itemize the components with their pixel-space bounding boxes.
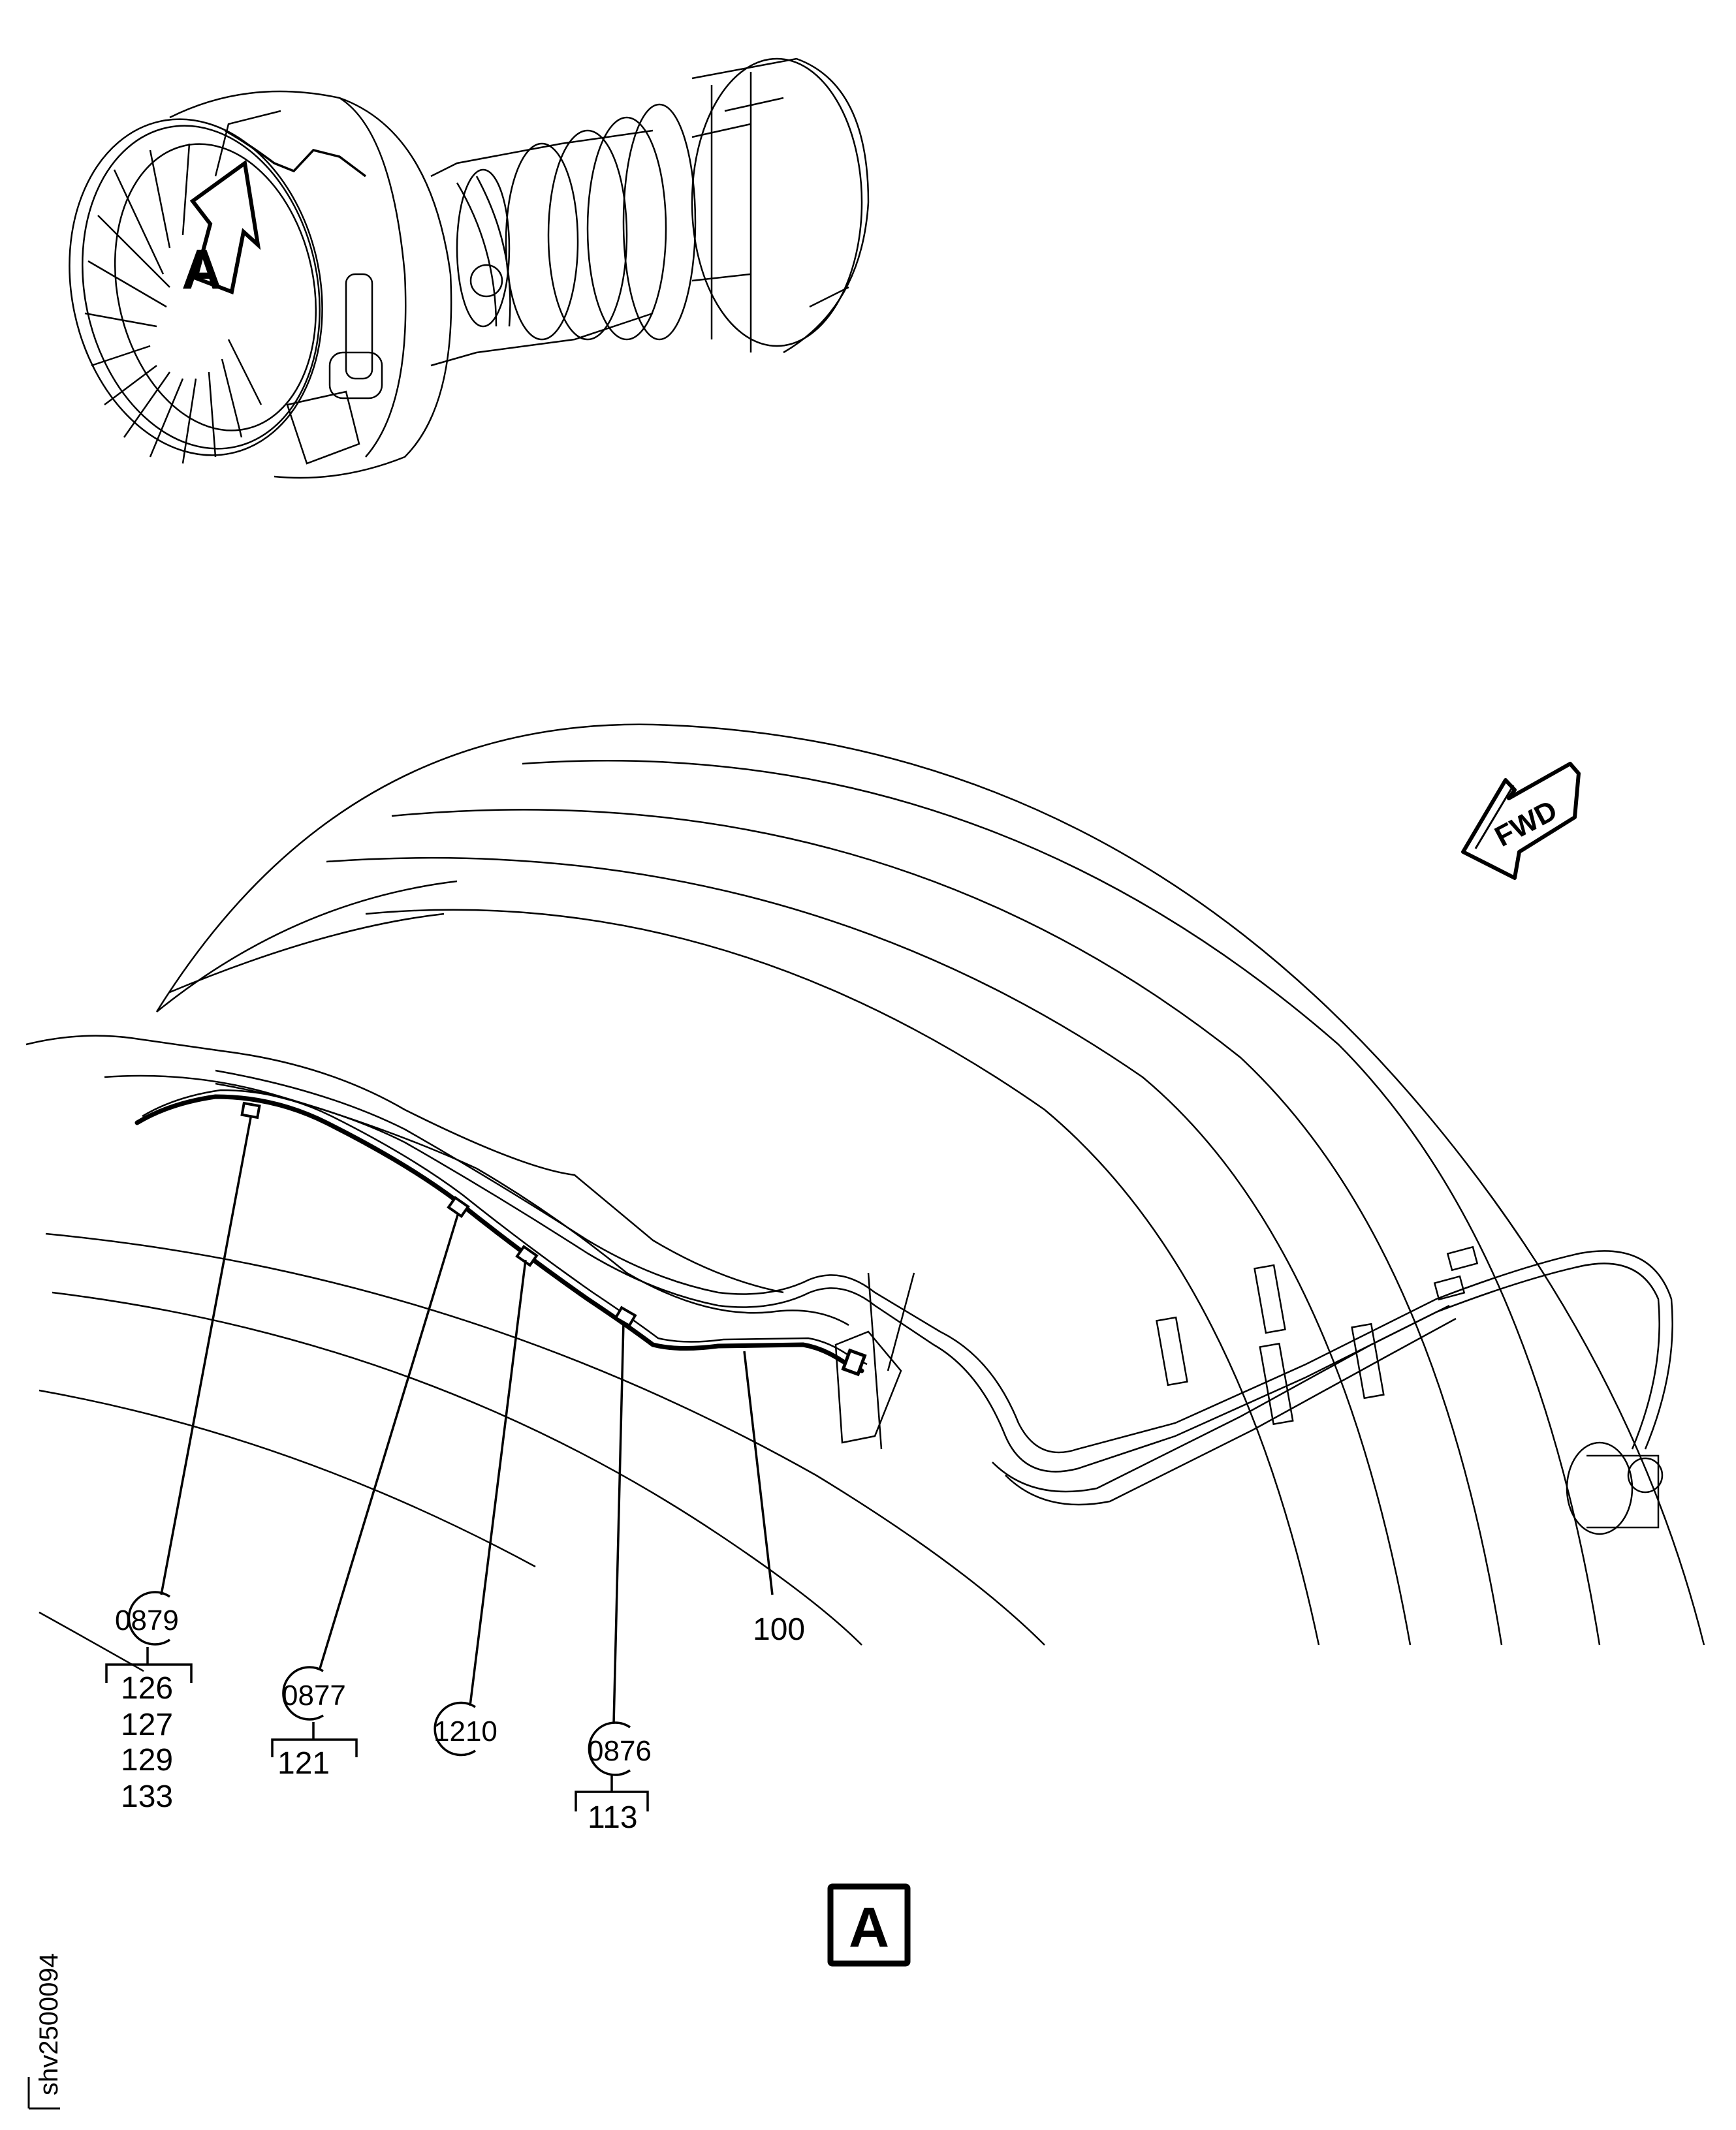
- callout-ref: 121: [277, 1746, 330, 1781]
- callout-leaders: [160, 1117, 774, 1724]
- callout-ref: 127: [121, 1708, 173, 1742]
- forward-direction-icon: [1461, 762, 1581, 880]
- figure-id: shv2500094: [27, 1953, 63, 2110]
- view-label-letter: A: [849, 1896, 889, 1959]
- callout-0879: 0879 126 127 129 133: [105, 1591, 193, 1814]
- engine-overview-drawing: [69, 57, 870, 479]
- callout-ref: 133: [121, 1779, 173, 1814]
- callout-0877: 0877 121: [271, 1666, 358, 1781]
- callout-0876: 0876 113: [575, 1721, 652, 1835]
- callout-item-number: 0876: [588, 1735, 652, 1767]
- callout-ref: 113: [588, 1800, 638, 1835]
- callout-item-number: 1210: [434, 1715, 497, 1747]
- overview-view-marker: A: [181, 238, 222, 301]
- fan-case-detail-drawing: [25, 723, 1705, 1672]
- figure-id-text: shv2500094: [35, 1953, 63, 2095]
- callout-ref: 129: [121, 1743, 173, 1778]
- view-a-arrow-icon: [189, 159, 261, 295]
- callout-item-number: 0877: [282, 1680, 346, 1712]
- callout-ref: 126: [121, 1671, 173, 1706]
- callout-1210: 1210: [434, 1701, 497, 1757]
- harness-100: [134, 1089, 868, 1377]
- view-label-box: A: [827, 1883, 911, 1967]
- callout-item-number: 0879: [115, 1605, 179, 1637]
- part-label-100: 100: [753, 1612, 805, 1647]
